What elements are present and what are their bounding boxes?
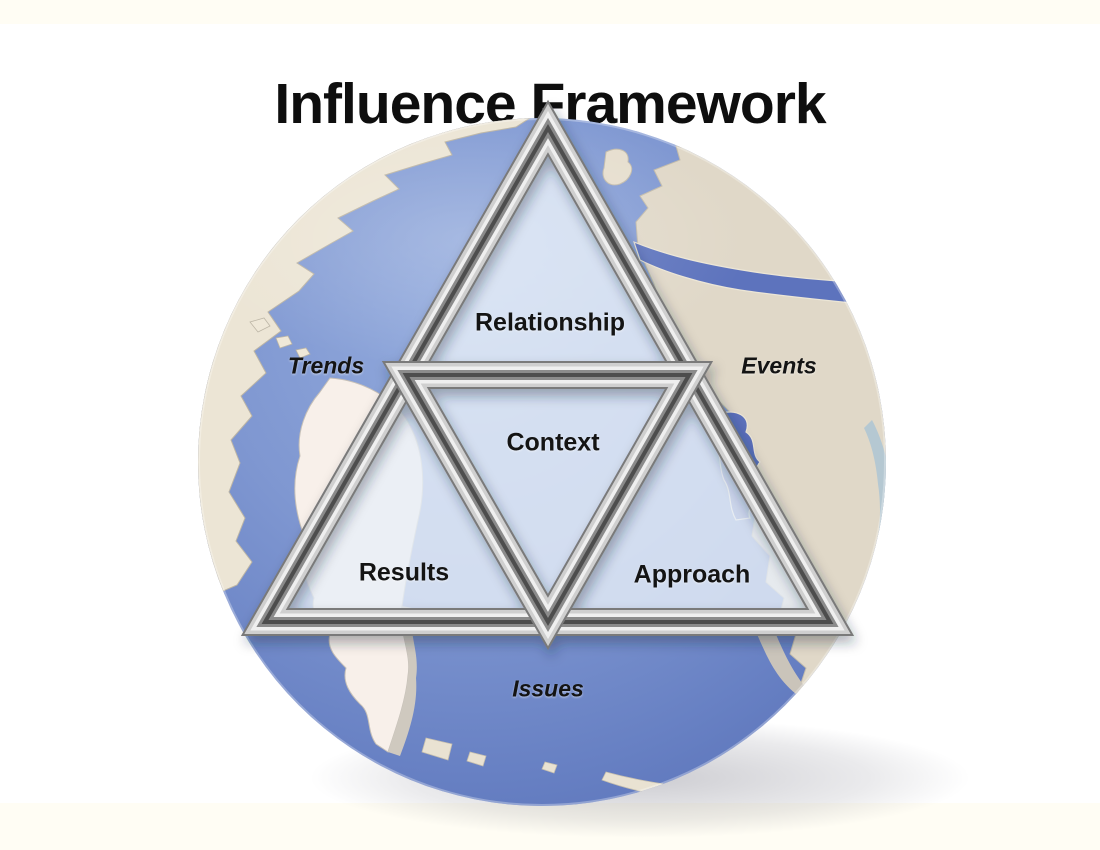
label-relationship: Relationship	[474, 308, 626, 337]
label-approach: Approach	[633, 560, 751, 589]
label-events: Events	[741, 352, 817, 379]
label-results: Results	[358, 558, 450, 587]
label-issues: Issues	[512, 675, 584, 702]
southern-africa-edge	[756, 630, 806, 694]
top-right-slivers	[835, 121, 875, 183]
inner-triangle-frame	[381, 361, 714, 651]
label-trends: Trends	[287, 352, 365, 379]
top-background-band	[0, 0, 1100, 24]
south-america-shadow-edge	[388, 606, 417, 756]
triangle-frame	[240, 99, 855, 651]
label-context: Context	[506, 428, 600, 457]
